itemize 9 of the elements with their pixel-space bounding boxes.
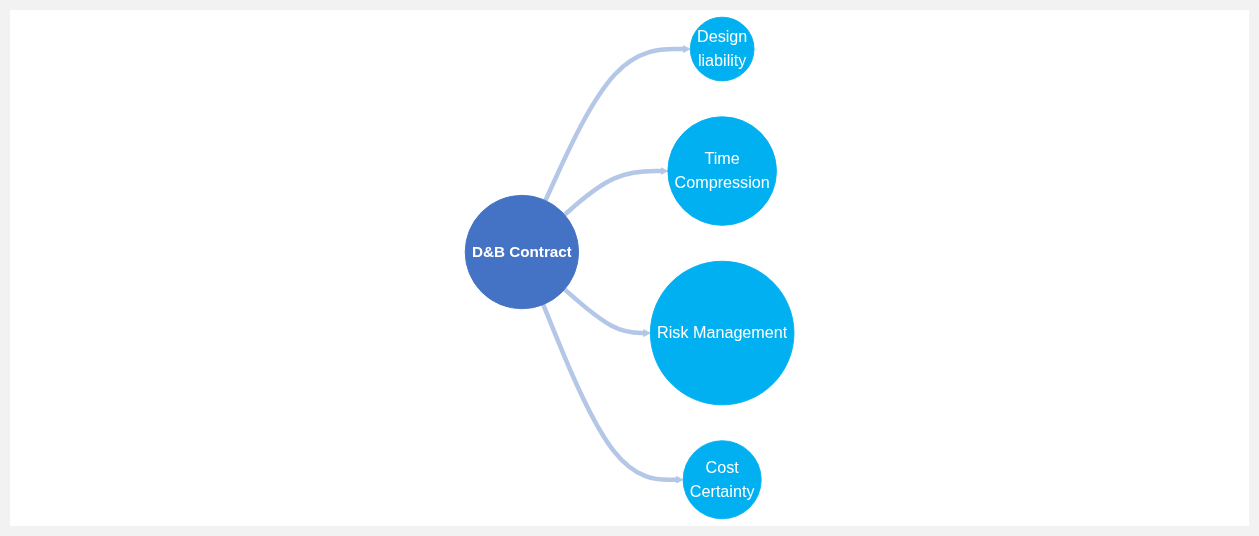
node-circle: Cost Certainty	[682, 440, 762, 520]
arrow	[563, 287, 651, 337]
node-circle: Design liability	[689, 16, 755, 82]
node-circle: Time Compression	[667, 116, 777, 226]
arrow	[543, 45, 691, 202]
arrow	[541, 303, 684, 484]
node-circle: D&B Contract	[464, 194, 579, 310]
arrow	[563, 167, 669, 217]
node-circle: Risk Management	[649, 260, 795, 406]
